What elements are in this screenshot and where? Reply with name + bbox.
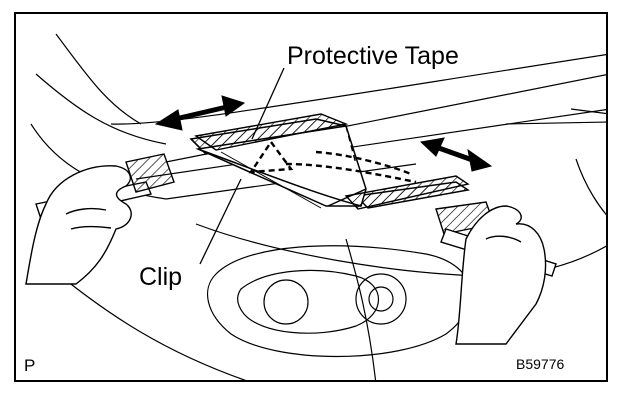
hand-icon-right — [455, 205, 547, 345]
diagram-frame: Protective Tape Clip P B59776 — [14, 12, 608, 382]
double-arrow-icon — [154, 95, 493, 172]
protective-tape-label: Protective Tape — [287, 42, 459, 70]
leader-lines — [199, 67, 285, 265]
view-letter: P — [24, 356, 36, 375]
clip-triangle-icon — [248, 139, 417, 184]
figure-code: B59776 — [516, 356, 565, 372]
hand-icon — [25, 165, 132, 285]
headlamp-icon — [207, 238, 472, 380]
illustration — [25, 33, 606, 380]
hatched-tape-icon — [194, 113, 470, 210]
clip-label: Clip — [139, 263, 183, 291]
